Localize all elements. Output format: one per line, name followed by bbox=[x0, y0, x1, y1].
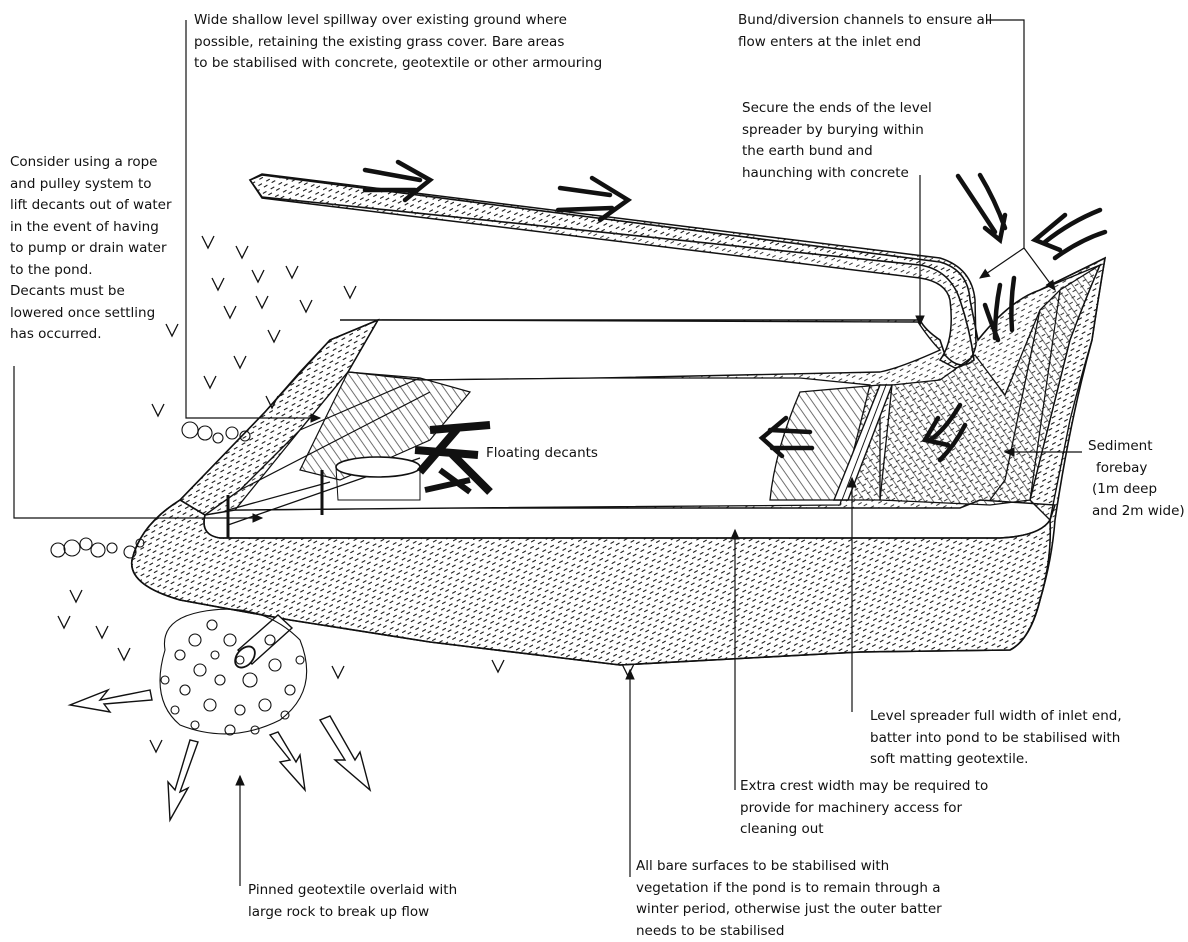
sediment-label-line: (1m deep bbox=[1088, 479, 1185, 501]
geotextile-label-line: Pinned geotextile overlaid with bbox=[248, 880, 457, 902]
secure-label-line: spreader by burying within bbox=[742, 120, 932, 142]
flow-arrow-icon bbox=[70, 690, 370, 820]
rope-label-line: lift decants out of water bbox=[10, 195, 172, 217]
crest-width-label: Extra crest width may be required to pro… bbox=[740, 776, 988, 841]
secure-label-line: Secure the ends of the level bbox=[742, 98, 932, 120]
geotextile-label: Pinned geotextile overlaid with large ro… bbox=[248, 880, 457, 923]
spillway-label-line: possible, retaining the existing grass c… bbox=[194, 32, 602, 54]
floating-decants-label: Floating decants bbox=[486, 443, 598, 465]
sediment-label-line: forebay bbox=[1088, 458, 1185, 480]
rope-label-line: Consider using a rope bbox=[10, 152, 172, 174]
rope-label-line: to the pond. bbox=[10, 260, 172, 282]
spillway-label-line: to be stabilised with concrete, geotexti… bbox=[194, 53, 602, 75]
bare-label-line: needs to be stabilised bbox=[636, 921, 942, 942]
rope-label-line: Decants must be bbox=[10, 281, 172, 303]
bare-label-line: vegetation if the pond is to remain thro… bbox=[636, 878, 942, 900]
geotextile-label-line: large rock to break up flow bbox=[248, 902, 457, 924]
rope-label-line: in the event of having bbox=[10, 217, 172, 239]
sediment-label-line: and 2m wide) bbox=[1088, 501, 1185, 523]
bare-label-line: winter period, otherwise just the outer … bbox=[636, 899, 942, 921]
far-crest bbox=[348, 320, 940, 380]
crest-label-line: provide for machinery access for bbox=[740, 798, 988, 820]
sediment-label-line: Sediment bbox=[1088, 436, 1185, 458]
secure-label: Secure the ends of the level spreader by… bbox=[742, 98, 932, 184]
rope-label-line: has occurred. bbox=[10, 324, 172, 346]
rope-label-line: to pump or drain water bbox=[10, 238, 172, 260]
secure-label-line: haunching with concrete bbox=[742, 163, 932, 185]
spillway-label-line: Wide shallow level spillway over existin… bbox=[194, 10, 602, 32]
bare-label-line: All bare surfaces to be stabilised with bbox=[636, 856, 942, 878]
rope-label-line: lowered once settling bbox=[10, 303, 172, 325]
rope-label-line: and pulley system to bbox=[10, 174, 172, 196]
spreader-label-line: Level spreader full width of inlet end, bbox=[870, 706, 1122, 728]
crest-label-line: Extra crest width may be required to bbox=[740, 776, 988, 798]
bare-surfaces-label: All bare surfaces to be stabilised with … bbox=[636, 856, 942, 942]
rope-label: Consider using a rope and pulley system … bbox=[10, 152, 172, 346]
floating-decants-label-line: Floating decants bbox=[486, 443, 598, 465]
crest-label-line: cleaning out bbox=[740, 819, 988, 841]
secure-label-line: the earth bund and bbox=[742, 141, 932, 163]
bund-label-line: Bund/diversion channels to ensure all bbox=[738, 10, 992, 32]
bund-label: Bund/diversion channels to ensure all fl… bbox=[738, 10, 992, 53]
spreader-label-line: soft matting geotextile. bbox=[870, 749, 1122, 771]
pipe-outlet-icon bbox=[231, 615, 292, 671]
bund-label-line: flow enters at the inlet end bbox=[738, 32, 992, 54]
spreader-label-line: batter into pond to be stabilised with bbox=[870, 728, 1122, 750]
spillway-label: Wide shallow level spillway over existin… bbox=[194, 10, 602, 75]
level-spreader-label: Level spreader full width of inlet end, … bbox=[870, 706, 1122, 771]
sediment-forebay-label: Sediment forebay (1m deep and 2m wide) bbox=[1088, 436, 1185, 522]
